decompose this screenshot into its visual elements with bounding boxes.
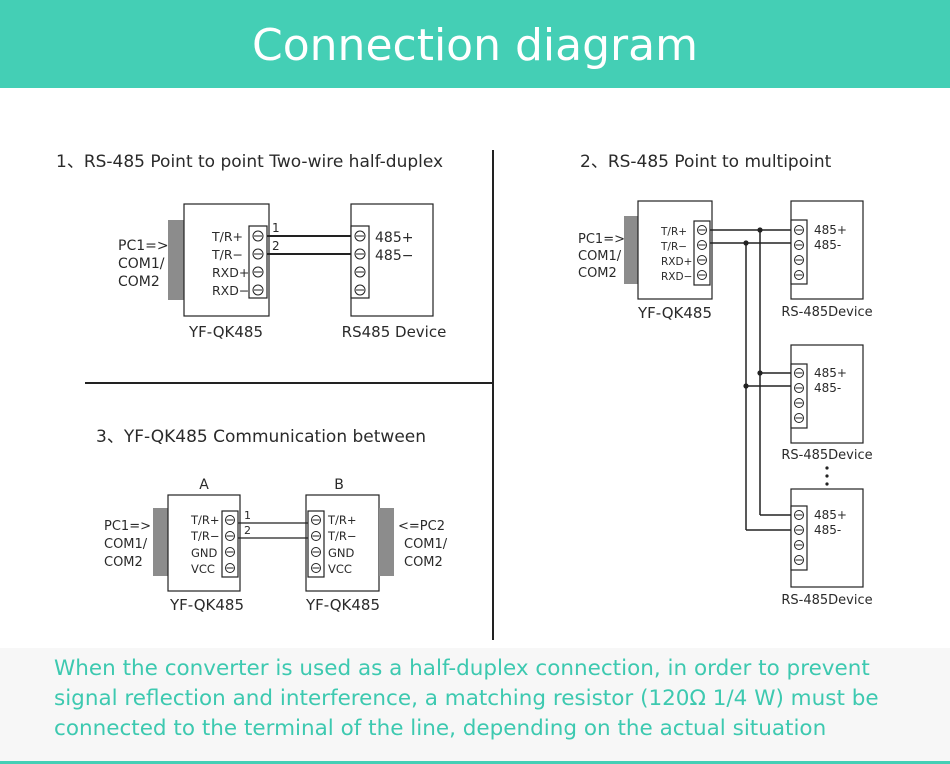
screw-terminals <box>252 230 264 296</box>
junction-dots <box>743 227 763 389</box>
ellipsis-dots <box>825 466 829 486</box>
pc-label-line: COM2 <box>118 274 160 290</box>
connection-diagram: 1、RS-485 Point to point Two-wire half-du… <box>56 150 873 640</box>
pc-label-line: PC1=> <box>578 232 625 247</box>
pc-label-line: <=PC2 <box>398 519 445 534</box>
header-bar: Connection diagram <box>0 0 950 88</box>
pin-label: T/R+ <box>660 226 687 238</box>
pc-label-line: PC1=> <box>104 519 151 534</box>
screw-terminals <box>225 515 235 573</box>
section-3-converter-to-converter: 3、YF-QK485 Communication between A B PC1… <box>96 427 448 614</box>
pin-label: GND <box>328 546 355 560</box>
converter-label: YF-QK485 <box>305 596 380 614</box>
pc-label-line: COM1/ <box>104 537 148 552</box>
pin-label: RXD− <box>212 283 249 298</box>
pin-label: T/R− <box>190 529 220 543</box>
pc-label-line: COM2 <box>578 266 617 281</box>
rs485-device-3: 485+ 485- RS-485Device <box>781 488 873 608</box>
pin-label: T/R− <box>327 529 357 543</box>
screw-terminals <box>697 225 707 280</box>
wire-label: 1 <box>272 221 280 235</box>
section-3-title: 3、YF-QK485 Communication between <box>96 427 426 447</box>
section-2-point-to-multipoint: 2、RS-485 Point to multipoint PC1=> COM1/… <box>578 152 873 608</box>
screw-terminals <box>311 515 321 573</box>
device-label: RS-485Device <box>781 448 872 463</box>
section-1-point-to-point: 1、RS-485 Point to point Two-wire half-du… <box>56 152 446 341</box>
rs485-device-2: 485+ 485- RS-485Device <box>781 344 873 463</box>
pc-connector-2 <box>624 216 638 284</box>
pin-label: GND <box>191 546 218 560</box>
pin-label: T/R− <box>211 247 243 262</box>
pc-label-line: COM2 <box>404 555 443 570</box>
device-label: RS485 Device <box>342 323 447 341</box>
pc-label-line: COM1/ <box>118 256 165 272</box>
pc-connector-a <box>153 508 168 576</box>
device-pin-label: 485- <box>814 523 841 537</box>
device-pin-label: 485- <box>814 381 841 395</box>
pin-label: T/R+ <box>190 513 220 527</box>
screw-terminals <box>354 230 366 296</box>
pin-label: RXD+ <box>661 256 692 268</box>
device-label: RS-485Device <box>781 305 872 320</box>
pin-label: T/R− <box>660 241 687 253</box>
bus-wiring <box>710 229 791 531</box>
section-1-title: 1、RS-485 Point to point Two-wire half-du… <box>56 152 443 172</box>
device-pin-label: 485+ <box>814 366 847 380</box>
terminal-block-a <box>221 510 239 578</box>
pc-connector-1 <box>168 220 184 300</box>
pc-label-line: COM2 <box>104 555 143 570</box>
wire-label: 2 <box>272 239 280 253</box>
unit-a-label: A <box>199 477 209 493</box>
device-pin-label: 485+ <box>375 230 413 246</box>
pc-label-line: COM1/ <box>578 249 622 264</box>
device-pin-label: 485+ <box>814 223 847 237</box>
pin-label: RXD+ <box>212 265 249 280</box>
page-title: Connection diagram <box>252 20 698 71</box>
pc-label-line: PC1=> <box>118 238 169 254</box>
pin-label: VCC <box>191 562 215 576</box>
device-label: RS-485Device <box>781 593 872 608</box>
device-pin-label: 485- <box>814 238 841 252</box>
wire-label: 2 <box>244 524 251 537</box>
unit-b-label: B <box>334 477 344 493</box>
rs485-device-1: 485+ 485- RS-485Device <box>781 200 873 320</box>
converter-label: YF-QK485 <box>637 304 712 322</box>
pc-label-line: COM1/ <box>404 537 448 552</box>
converter-label: YF-QK485 <box>169 596 244 614</box>
bottom-accent-line <box>0 761 950 764</box>
device-pin-label: 485− <box>375 248 413 264</box>
section-2-title: 2、RS-485 Point to multipoint <box>580 152 832 172</box>
termination-note: When the converter is used as a half-dup… <box>54 656 879 741</box>
pin-label: VCC <box>328 562 352 576</box>
terminal-block-2 <box>693 220 711 286</box>
terminal-block-1 <box>248 225 268 299</box>
pin-label: T/R+ <box>211 229 243 244</box>
wire-label: 1 <box>244 509 251 522</box>
pc-connector-b <box>379 508 394 576</box>
device-pin-label: 485+ <box>814 508 847 522</box>
terminal-block-b <box>307 510 325 578</box>
converter-label: YF-QK485 <box>188 323 263 341</box>
pin-label: T/R+ <box>327 513 357 527</box>
pin-label: RXD− <box>661 271 692 283</box>
terminal-block-device-1 <box>350 225 370 299</box>
